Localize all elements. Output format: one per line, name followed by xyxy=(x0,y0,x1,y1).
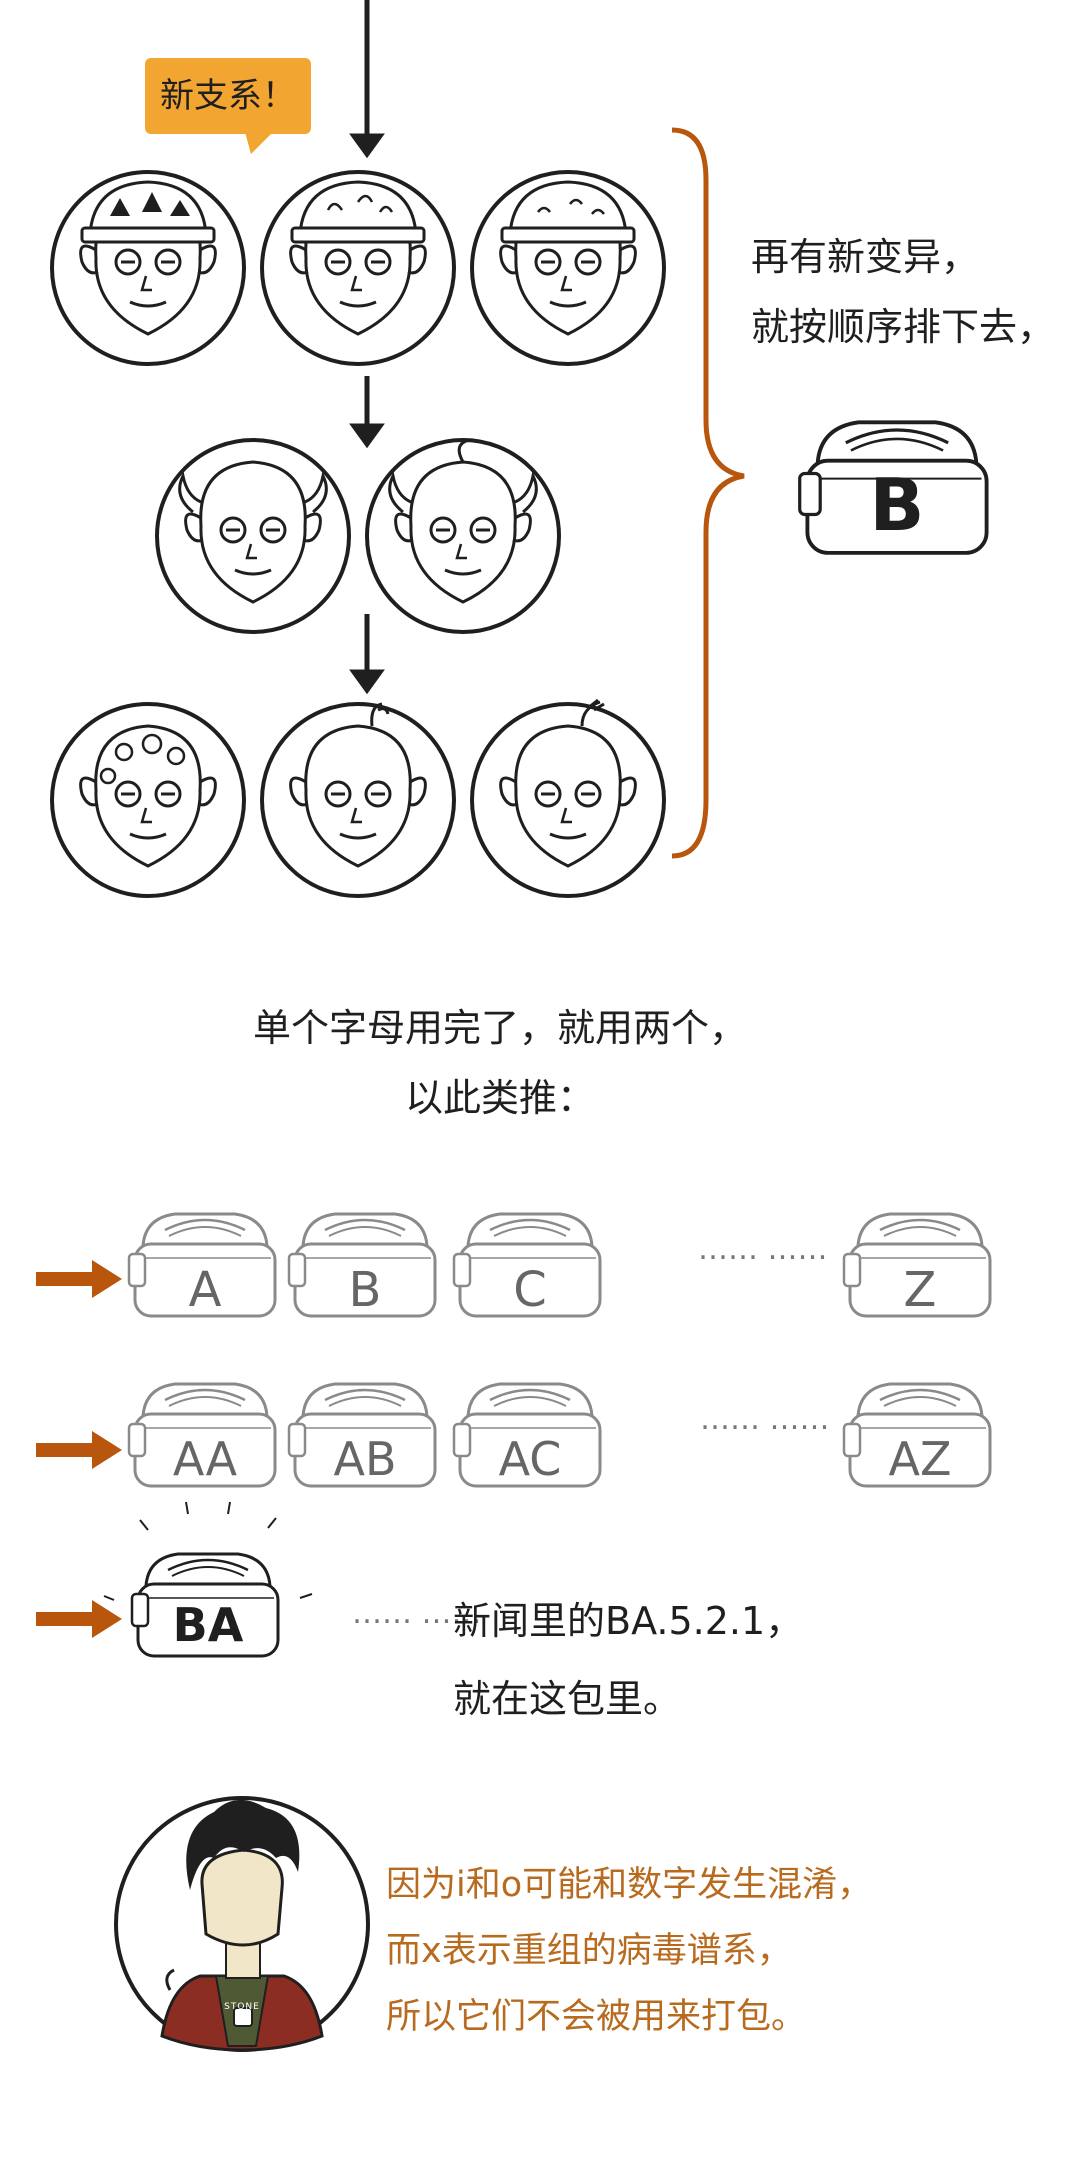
news-caption-line-1: 新闻里的BA.5.2.1， xyxy=(453,1599,804,1643)
character-shirt-text: STONE xyxy=(224,2002,260,2012)
row-arrows xyxy=(36,1260,122,1638)
ba-cooker xyxy=(103,1501,313,1658)
bubble-text: 新支系！ xyxy=(160,76,296,116)
ellipsis-row-1: …… …… xyxy=(698,1232,828,1267)
variant-row-3 xyxy=(50,698,666,898)
cooker-label-c: C xyxy=(513,1262,547,1318)
middle-caption-line-1: 单个字母用完了，就用两个， xyxy=(252,1006,747,1050)
middle-caption-line-2: 以此类推： xyxy=(404,1076,595,1120)
ellipsis-row-3: …… …… xyxy=(352,1596,482,1631)
note-line-3: 所以它们不会被用来打包。 xyxy=(386,1997,807,2037)
grouping-brace xyxy=(671,127,745,859)
cooker-label-a: A xyxy=(188,1262,222,1318)
cooker-label-ab: AB xyxy=(333,1432,397,1486)
cooker-label-aa: AA xyxy=(172,1432,238,1486)
cooker-label-b: B xyxy=(348,1262,382,1318)
flow-arrows xyxy=(349,0,385,695)
character-avatar xyxy=(114,1796,370,2052)
note-line-1: 因为i和o可能和数字发生混淆， xyxy=(386,1865,873,1905)
cooker-label-ba: BA xyxy=(172,1598,244,1652)
variant-row-2 xyxy=(155,438,561,634)
right-caption-line-1: 再有新变异， xyxy=(751,235,980,279)
cooker-label-ac: AC xyxy=(498,1432,562,1486)
ellipsis-row-2: …… …… xyxy=(700,1402,830,1437)
note-line-2: 而x表示重组的病毒谱系， xyxy=(386,1931,792,1971)
speech-bubble: 新支系！ xyxy=(145,58,311,154)
news-caption-line-2: 就在这包里。 xyxy=(453,1677,682,1721)
cooker-label-az: AZ xyxy=(888,1432,952,1486)
cooker-label-z: Z xyxy=(903,1262,937,1318)
right-caption-line-2: 就按顺序排下去， xyxy=(751,305,1056,349)
variant-row-1 xyxy=(50,170,666,366)
main-cooker-label: B xyxy=(869,463,925,547)
